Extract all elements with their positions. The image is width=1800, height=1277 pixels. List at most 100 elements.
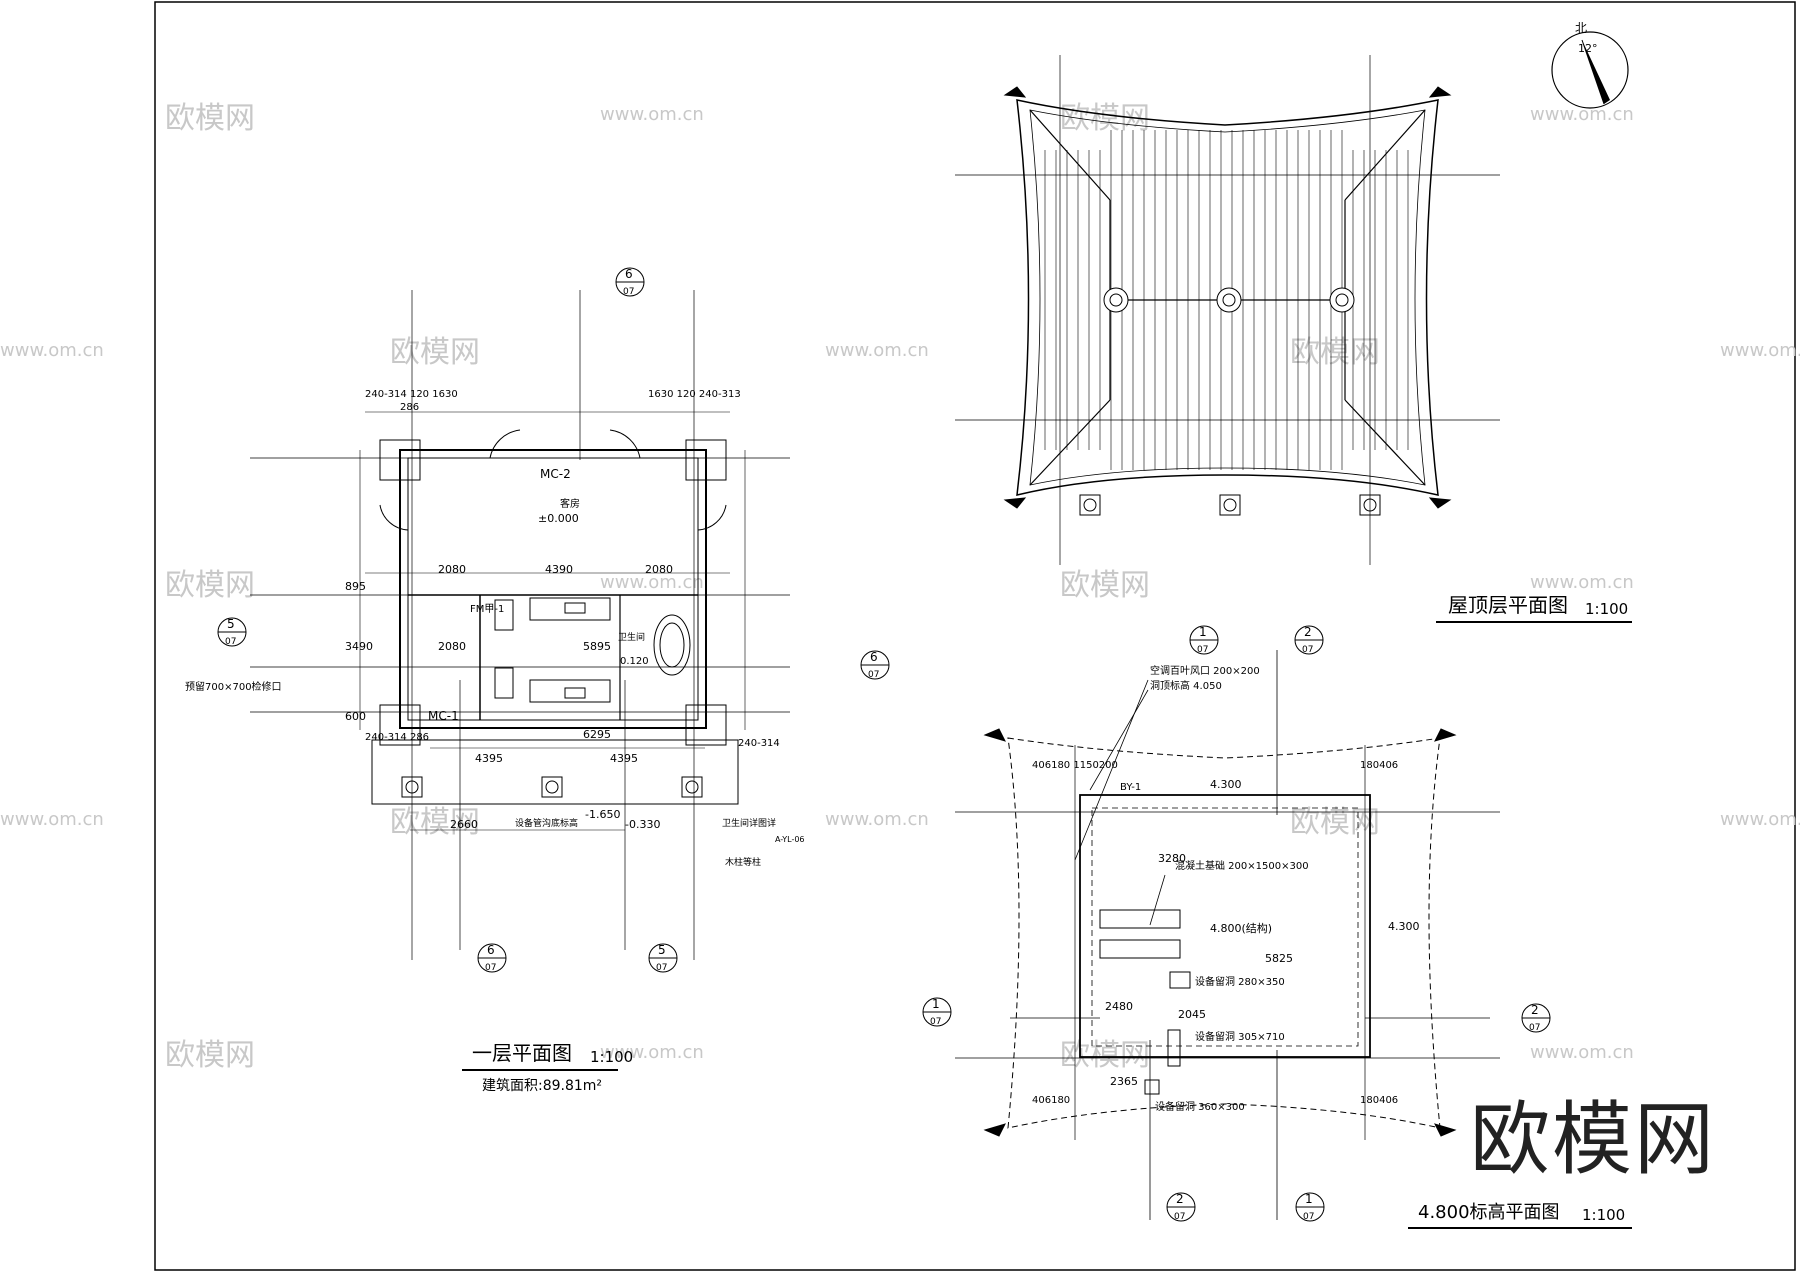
svg-text:07: 07 [1302,645,1313,655]
watermark-url: www.om.cn [1530,572,1634,593]
callout-marker: 6 07 [860,650,890,680]
roof-rafters [1044,130,1409,470]
dim-895: 895 [345,580,366,593]
callout-marker: 1 07 [922,997,952,1027]
svg-text:5: 5 [658,943,666,957]
dim-4395b: 4395 [610,752,638,765]
callout-marker: 1 07 [1189,625,1219,655]
dim-2080c: 2080 [438,640,466,653]
svg-text:2: 2 [1176,1192,1184,1206]
elev-4300-top: 4.300 [1210,778,1242,791]
pipe-elevation: -1.650 [585,808,620,821]
watermark-brand: 欧模网 [390,805,480,840]
callout-marker: 2 07 [1521,1003,1551,1033]
hole-label-2: 设备留洞 305×710 [1195,1030,1285,1043]
svg-text:1: 1 [1199,625,1207,639]
north-label: 北 [1575,21,1587,35]
dim-bottom-left: 240-314 286 [365,732,429,743]
elevation-zero: ±0.000 [538,512,579,525]
dim-top-right-level: 180406 [1360,760,1398,771]
svg-text:07: 07 [485,963,496,973]
svg-text:2: 2 [1304,625,1312,639]
dim-5895: 5895 [583,640,611,653]
callout-marker: 6 07 [615,267,645,297]
beam-label: 混凝土基础 200×1500×300 [1175,859,1309,872]
callout-marker: 5 07 [217,617,247,647]
watermark-brand: 欧模网 [1060,1038,1150,1073]
dim-top-left-level: 406180 1150200 [1032,760,1118,771]
roof-plan-labels: 屋顶层平面图 1:100 [1436,593,1632,623]
dim-3490: 3490 [345,640,373,653]
watermark-url: www.om.cn [600,1042,704,1063]
svg-text:1: 1 [1305,1192,1313,1206]
level-plan [955,650,1500,1220]
ground-plan-area: 建筑面积:89.81m² [482,1078,602,1094]
watermark-url: www.om.cn [600,104,704,125]
watermark-url: www.om.cn [1720,809,1800,830]
callout-marker: 6 07 [477,943,507,973]
brand-logo: 欧模网 [1470,1093,1716,1186]
watermark-url: www.om.cn [825,340,929,361]
watermark-url: www.om.cn [0,340,104,361]
north-angle: 12° [1578,42,1598,55]
level-plan-labels: 空调百叶风口 200×200 洞顶标高 4.050 混凝土基础 200×1500… [1032,664,1632,1229]
room-label-guestroom: 客房 [560,497,580,510]
elev-4300-right: 4.300 [1388,920,1420,933]
post-label: 木柱等柱 [725,856,761,868]
watermark-url: www.om.cn [0,809,104,830]
vent-label: 空调百叶风口 200×200 [1150,664,1260,677]
ground-plan-callouts: 6 07 5 07 6 07 6 07 5 07 [217,267,890,973]
roof-plan-title: 屋顶层平面图 [1448,593,1568,617]
door-tag-mc1: MC-1 [428,709,459,723]
dim-6295: 6295 [583,728,611,741]
watermark-layer: 欧模网 www.om.cn 欧模网 www.om.cn www.om.cn 欧模… [0,101,1800,1073]
ground-plan-title: 一层平面图 [472,1041,572,1065]
roof-plan-scale: 1:100 [1585,600,1628,618]
dim-2365: 2365 [1110,1075,1138,1088]
svg-text:07: 07 [1303,1212,1314,1222]
svg-text:6: 6 [870,650,878,664]
door-tag-fm: FM甲-1 [470,604,504,615]
watermark-brand: 欧模网 [165,568,255,603]
dim-286: 286 [400,402,419,413]
dim-bottom-right: 240-314 [738,738,780,749]
hole-label-3: 设备留洞 360×300 [1155,1100,1245,1113]
svg-text:6: 6 [625,267,633,281]
watermark-url: www.om.cn [825,809,929,830]
ground-plan-labels: 客房 ±0.000 卫生间 0.120 MC-2 MC-1 FM甲-1 预留70… [185,389,805,1094]
section-ref: A-YL-06 [775,835,805,844]
svg-text:07: 07 [1174,1212,1185,1222]
watermark-brand: 欧模网 [1060,568,1150,603]
watermark-url: www.om.cn [600,572,704,593]
svg-text:07: 07 [1529,1023,1540,1033]
dim-4390: 4390 [545,563,573,576]
dim-2080a: 2080 [438,563,466,576]
dim-2045: 2045 [1178,1008,1206,1021]
svg-text:07: 07 [930,1017,941,1027]
svg-text:07: 07 [623,287,634,297]
bath-label: 卫生间 [618,631,645,643]
dim-2480: 2480 [1105,1000,1133,1013]
callout-marker: 2 07 [1294,625,1324,655]
bath-elevation: 0.120 [620,656,649,667]
watermark-url: www.om.cn [1530,1042,1634,1063]
dim-top-right: 1630 120 240-313 [648,389,741,400]
north-arrow: 北 12° [1551,21,1629,109]
svg-text:07: 07 [225,637,236,647]
vent-elevation: 洞顶标高 4.050 [1150,679,1222,692]
door-tag-mc2: MC-2 [540,467,571,481]
ground-floor-plan [250,290,790,960]
roof-plan [955,55,1500,565]
hole-label-1: 设备留洞 280×350 [1195,975,1285,988]
svg-text:6: 6 [487,943,495,957]
watermark-brand: 欧模网 [165,101,255,136]
ground-elevation: -0.330 [625,818,660,831]
elev-4800: 4.800(结构) [1210,921,1272,935]
finish-label: 卫生间详图详 [722,817,776,829]
access-note: 预留700×700检修口 [185,680,282,693]
pipe-elev-label: 设备管沟底标高 [515,817,578,829]
by-label: BY-1 [1120,782,1141,793]
watermark-brand: 欧模网 [1290,335,1380,370]
